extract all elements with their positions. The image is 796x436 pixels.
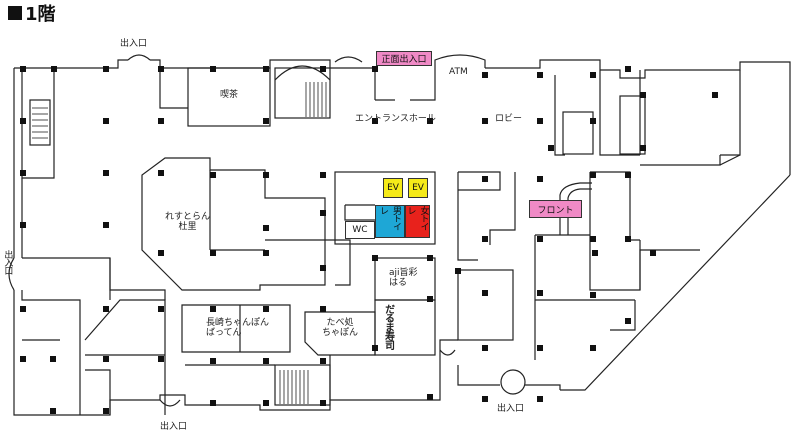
elevator-2: EV: [408, 178, 428, 198]
restaurant-name-line2: 杜里: [178, 222, 197, 233]
lobby-label: ロビー: [495, 114, 523, 124]
front-desk-tag: フロント: [529, 200, 582, 218]
aji-label: aji旨彩 はる: [389, 268, 418, 289]
mens-toilet-label: 男トイレ: [378, 206, 401, 230]
floor-title: 1階: [8, 0, 56, 26]
restaurant-tori-label: れすとらん 杜里: [165, 212, 210, 233]
exit-bottom-right-label: 出入口: [497, 404, 525, 414]
nagasaki-line2: ばってん: [206, 328, 242, 339]
daruma-label: だるま寿司: [382, 304, 394, 349]
wall-lines: [8, 54, 791, 416]
tabedokoro-label: たべ処 ちゃぽん: [322, 318, 358, 339]
aji-line2: はる: [389, 278, 408, 289]
pillars: [20, 66, 718, 414]
exit-left-label: 出入口: [2, 250, 13, 274]
wc-label: WC: [352, 225, 368, 235]
kissa-label: 喫茶: [220, 90, 239, 100]
floor-title-text: 1階: [25, 4, 56, 25]
entrance-hall-label: エントランスホール: [355, 114, 436, 124]
title-square-icon: [8, 6, 22, 20]
restaurant-name-line1: れすとらん: [165, 212, 211, 222]
womens-toilet-label: 女トイレ: [405, 206, 429, 230]
front-desk-label: フロント: [537, 205, 574, 216]
wc-room: WC: [345, 221, 375, 239]
tabedokoro-line2: ちゃぽん: [322, 328, 359, 339]
elevator-1: EV: [383, 178, 403, 198]
nagasaki-label: 長崎ちゃんぽん ばってん: [206, 318, 269, 339]
exit-bottom-left-label: 出入口: [160, 422, 188, 432]
main-entrance-label: 正面出入口: [381, 55, 427, 65]
elevator-1-label: EV: [387, 183, 399, 193]
aji-line1: aji旨彩: [389, 268, 418, 278]
womens-toilet: 女トイレ: [405, 205, 430, 238]
nagasaki-line1: 長崎ちゃんぽん: [206, 318, 270, 328]
tabedokoro-line1: たべ処: [326, 318, 354, 328]
exit-top-label: 出入口: [120, 39, 148, 49]
main-entrance-tag: 正面出入口: [376, 51, 432, 66]
elevator-2-label: EV: [412, 183, 424, 193]
atm-label: ATM: [449, 67, 468, 77]
mens-toilet: 男トイレ: [375, 205, 405, 238]
